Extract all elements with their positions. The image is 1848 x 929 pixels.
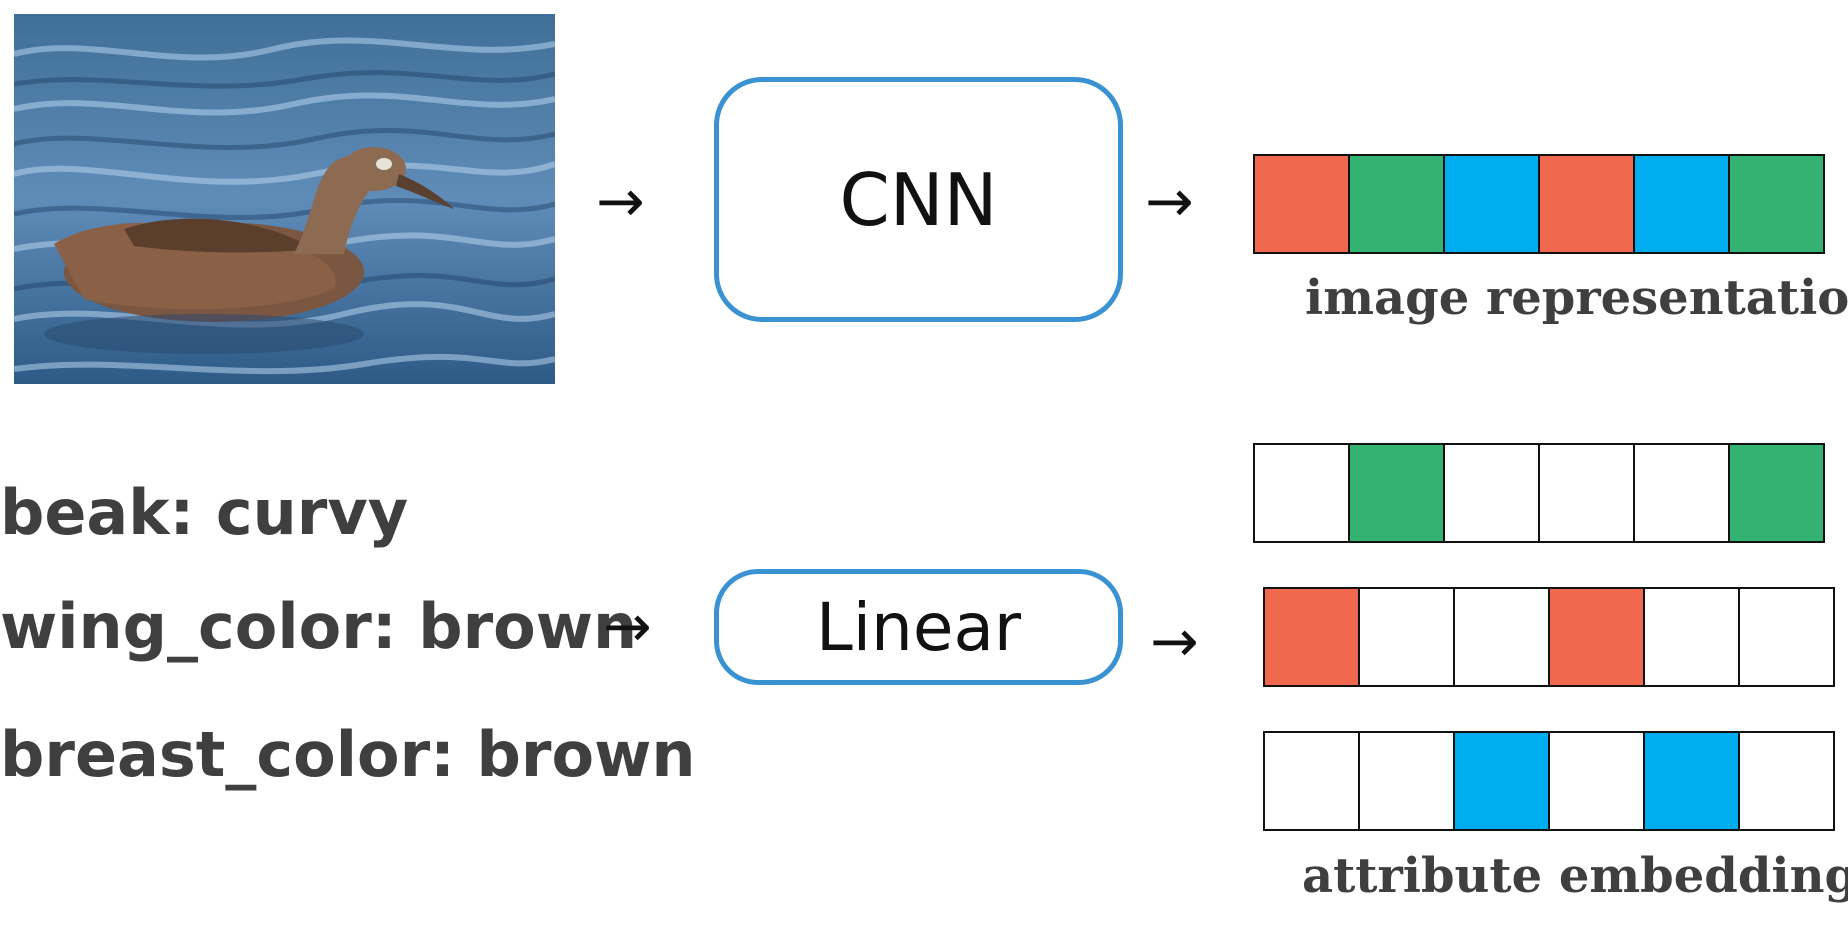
vector-cell-green bbox=[1348, 154, 1445, 254]
vector-cell-empty bbox=[1253, 443, 1350, 543]
vector-cell-empty bbox=[1358, 731, 1455, 831]
linear-model-box: Linear bbox=[714, 569, 1123, 685]
vector-cell-empty bbox=[1538, 443, 1635, 543]
arrow-right-icon: → bbox=[596, 167, 645, 235]
vector-cell-empty bbox=[1738, 587, 1835, 687]
attribute-embedding-vector bbox=[1253, 443, 1825, 543]
image-representation-caption: image representation bbox=[1305, 270, 1848, 326]
albatross-photo-icon bbox=[14, 14, 555, 384]
attribute-embedding-vector bbox=[1263, 587, 1835, 687]
linear-label: Linear bbox=[815, 588, 1022, 666]
vector-cell-empty bbox=[1453, 587, 1550, 687]
vector-cell-empty bbox=[1443, 443, 1540, 543]
vector-cell-green bbox=[1728, 443, 1825, 543]
attribute-embedding-vector bbox=[1263, 731, 1835, 831]
vector-cell-empty bbox=[1738, 731, 1835, 831]
vector-cell-empty bbox=[1633, 443, 1730, 543]
vector-cell-green bbox=[1728, 154, 1825, 254]
image-representation-vector bbox=[1253, 154, 1825, 254]
vector-cell-red bbox=[1263, 587, 1360, 687]
arrow-right-icon: → bbox=[603, 592, 652, 660]
attribute-wing-color: wing_color: brown bbox=[0, 590, 638, 663]
attribute-beak: beak: curvy bbox=[0, 476, 409, 549]
arrow-right-icon: → bbox=[1150, 607, 1199, 675]
vector-cell-blue bbox=[1633, 154, 1730, 254]
vector-cell-empty bbox=[1358, 587, 1455, 687]
vector-cell-red bbox=[1548, 587, 1645, 687]
cnn-model-box: CNN bbox=[714, 77, 1123, 322]
vector-cell-empty bbox=[1643, 587, 1740, 687]
vector-cell-blue bbox=[1453, 731, 1550, 831]
vector-cell-red bbox=[1538, 154, 1635, 254]
vector-cell-empty bbox=[1263, 731, 1360, 831]
vector-cell-empty bbox=[1548, 731, 1645, 831]
vector-cell-green bbox=[1348, 443, 1445, 543]
vector-cell-blue bbox=[1643, 731, 1740, 831]
cnn-label: CNN bbox=[839, 157, 998, 242]
attribute-breast-color: breast_color: brown bbox=[0, 718, 696, 791]
attribute-embeddings-caption: attribute embeddings bbox=[1302, 848, 1848, 904]
arrow-right-icon: → bbox=[1145, 167, 1194, 235]
vector-cell-red bbox=[1253, 154, 1350, 254]
bird-photo bbox=[14, 14, 555, 384]
vector-cell-blue bbox=[1443, 154, 1540, 254]
